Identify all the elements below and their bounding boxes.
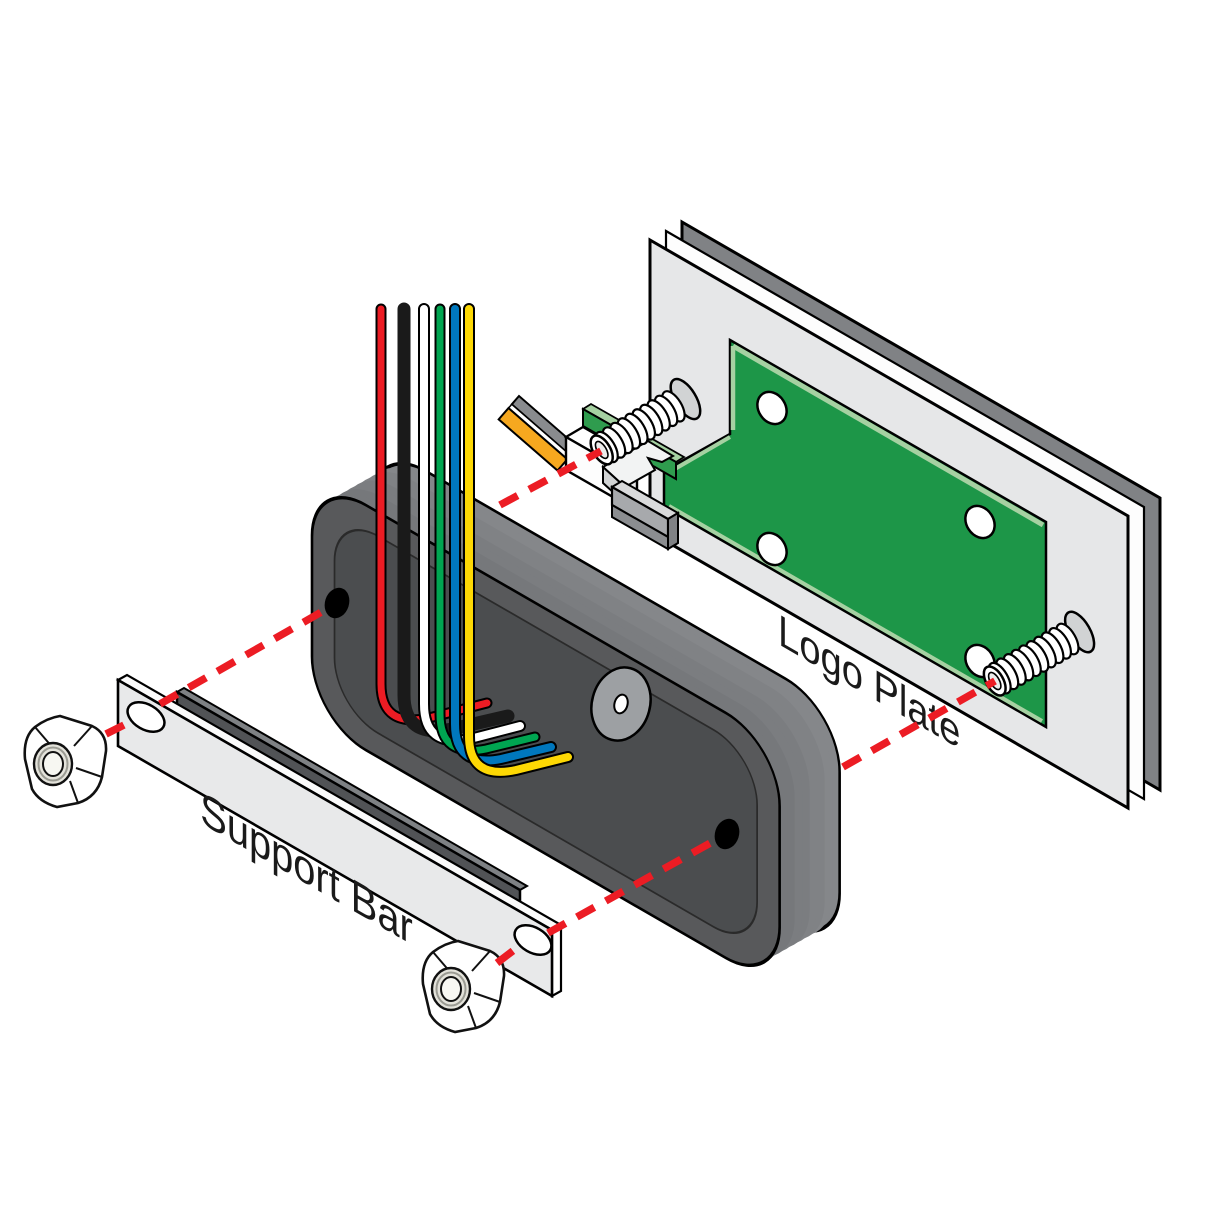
pcb-edge-highlight-step — [666, 435, 732, 475]
alignment-lines — [104, 447, 997, 966]
black-wire — [397, 302, 515, 738]
yellow-wire — [465, 305, 572, 776]
lock-nut-bottom — [421, 939, 506, 1034]
buzzer-hole — [613, 693, 629, 715]
green-wire — [436, 305, 539, 754]
support-bar-slot — [513, 924, 553, 956]
support-bar-end-face — [550, 923, 563, 998]
lock-nut-left — [23, 714, 108, 809]
alignment-line-top — [104, 447, 603, 738]
pcb-edge-highlight-top — [731, 343, 1045, 528]
support-bar-slot — [126, 701, 166, 733]
wedge-top — [601, 439, 676, 489]
housing-hole — [714, 818, 740, 850]
ribbon-cable — [497, 394, 580, 472]
pcb-hole — [756, 531, 788, 567]
pcb-edge-highlight-bottom — [668, 504, 1043, 723]
base-block-side — [667, 511, 679, 551]
pcb-hole — [964, 504, 996, 540]
housing-hole — [324, 587, 350, 619]
alignment-line-bottom — [494, 677, 997, 966]
wire-harness — [375, 302, 574, 778]
pcb-hole — [756, 390, 788, 426]
